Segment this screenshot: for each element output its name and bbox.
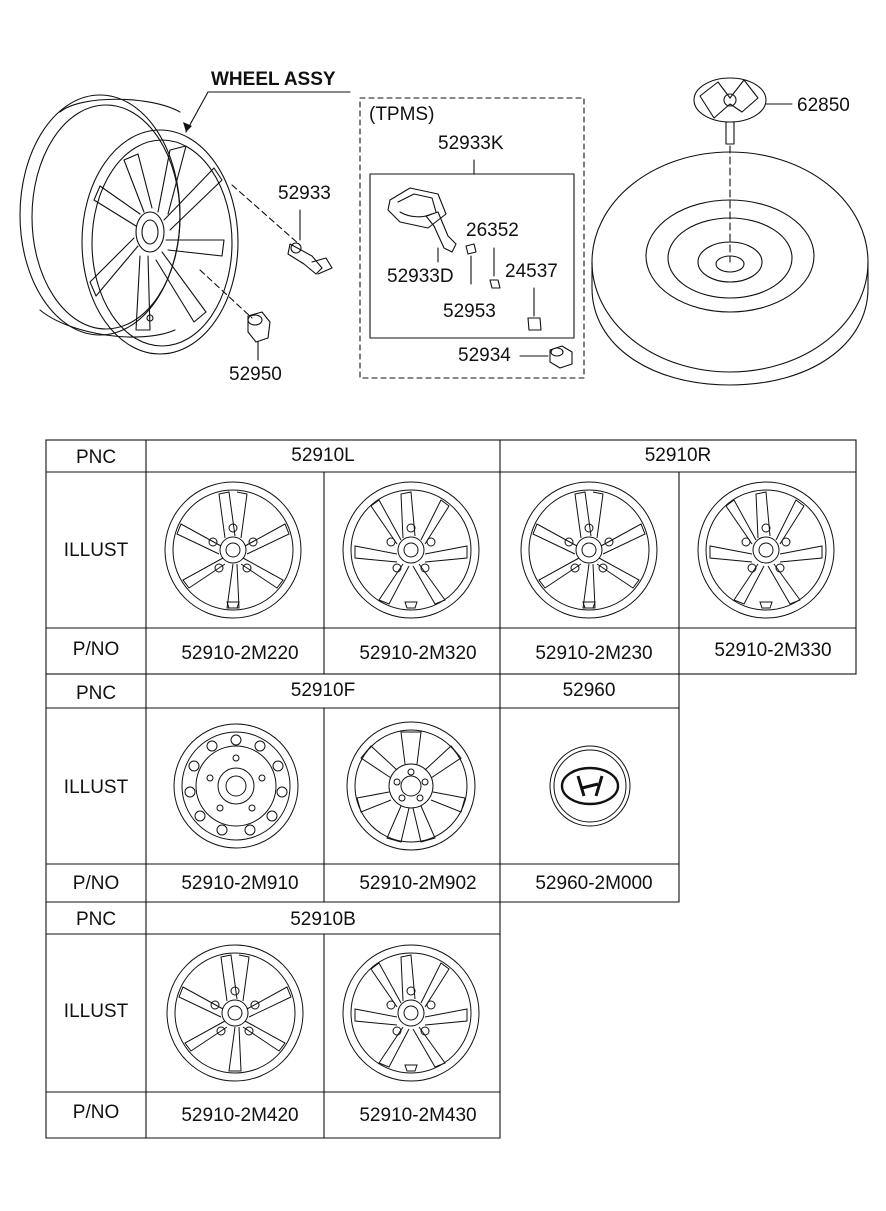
pnc-header: PNC — [75, 447, 117, 468]
illust-52910-2m330 — [697, 481, 835, 619]
pnc-52910b: 52910B — [290, 909, 356, 930]
part-52933: 52933 — [278, 183, 331, 204]
part-24537: 24537 — [505, 261, 558, 282]
tpms-52933k-box — [369, 173, 575, 339]
pno-52910-2m902: 52910-2M902 — [359, 873, 477, 894]
tpms-sensor-drawing — [387, 187, 447, 229]
pnc-52910l: 52910L — [291, 445, 355, 466]
pnc-52910f: 52910F — [290, 680, 356, 701]
pnc-header: PNC — [75, 909, 117, 930]
pno-52910-2m220: 52910-2M220 — [181, 643, 299, 664]
part-62850: 62850 — [797, 95, 850, 116]
illust-52960-2m000 — [549, 745, 631, 827]
part-52933d: 52933D — [387, 266, 454, 287]
valve-52933-drawing — [287, 242, 333, 275]
tpms-group-box — [359, 97, 585, 379]
part-52934: 52934 — [458, 345, 511, 366]
pno-52910-2m420: 52910-2M420 — [181, 1105, 299, 1126]
illust-header: ILLUST — [63, 777, 129, 798]
pno-52910-2m320: 52910-2M320 — [359, 643, 477, 664]
pno-header: P/NO — [72, 639, 120, 660]
pno-52910-2m910: 52910-2M910 — [181, 873, 299, 894]
illust-52910-2m320 — [342, 481, 480, 619]
valve-stem-52933d-drawing — [425, 211, 457, 263]
pno-header: P/NO — [72, 1102, 120, 1123]
nut-52950-drawing — [247, 311, 271, 343]
table-grid — [45, 439, 857, 1139]
illust-52910-2m220 — [164, 481, 302, 619]
illust-header: ILLUST — [63, 540, 129, 561]
hold-down-62850-drawing — [693, 77, 767, 145]
part-26352: 26352 — [466, 220, 519, 241]
pno-52910-2m230: 52910-2M230 — [535, 643, 653, 664]
tpms-label: (TPMS) — [369, 104, 435, 125]
pnc-header: PNC — [75, 683, 117, 704]
nut-52934-drawing — [549, 345, 573, 369]
illust-52910-2m230 — [520, 481, 658, 619]
cap-52953-drawing — [465, 243, 477, 255]
pnc-52960: 52960 — [562, 680, 616, 701]
pno-52960-2m000: 52960-2M000 — [535, 873, 653, 894]
pnc-52910r: 52910R — [644, 445, 712, 466]
illust-52910-2m910 — [173, 723, 299, 849]
wheel-assy-drawing — [19, 94, 239, 355]
pno-52910-2m330: 52910-2M330 — [714, 640, 832, 661]
wheel-assy-title: WHEEL ASSY — [211, 69, 336, 90]
illust-52910-2m430 — [342, 944, 480, 1082]
part-52950: 52950 — [229, 364, 282, 385]
part-52933k: 52933K — [438, 133, 504, 154]
illust-52910-2m420 — [166, 944, 304, 1082]
illust-52910-2m902 — [346, 721, 476, 851]
spare-tire-drawing — [591, 151, 869, 386]
pno-header: P/NO — [72, 873, 120, 894]
pno-52910-2m430: 52910-2M430 — [359, 1105, 477, 1126]
illust-header: ILLUST — [63, 1001, 129, 1022]
wheel-assy-leader — [185, 91, 351, 133]
part-52953: 52953 — [443, 301, 496, 322]
